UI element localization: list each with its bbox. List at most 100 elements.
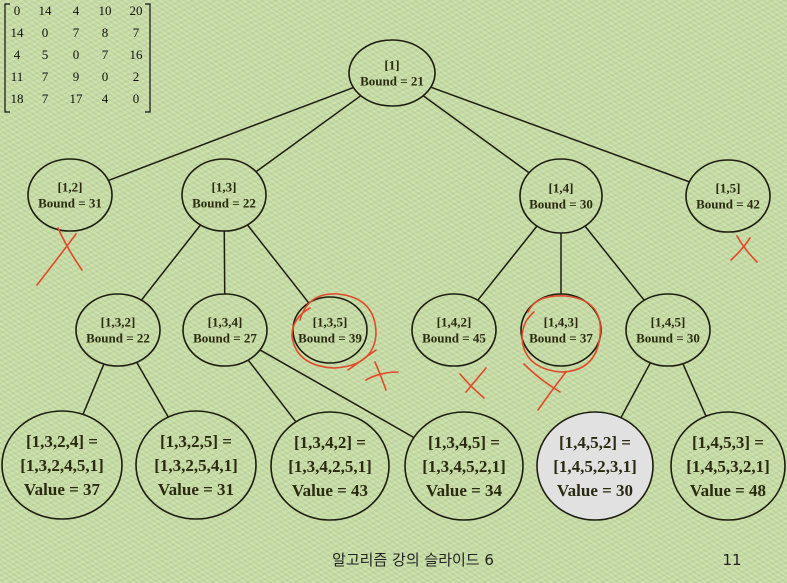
node-label-line: Bound = 30: [636, 331, 700, 346]
tree-edge: [477, 225, 538, 301]
node-label-line: [1,3,2]: [101, 315, 136, 330]
prune-cross-mark: [36, 233, 77, 286]
matrix-cell: 10: [99, 3, 112, 18]
matrix-cell: 7: [73, 25, 80, 40]
prune-cross-mark: [730, 237, 751, 261]
matrix-cell: 4: [14, 47, 21, 62]
tree-node-n1345: [1,3,4,5] = [1,3,4,5,2,1] Value = 34: [404, 411, 524, 521]
node-ellipse: [670, 411, 786, 521]
tree-node-n1325: [1,3,2,5] = [1,3,2,5,4,1] Value = 31: [135, 410, 257, 520]
node-label-line: [1,3]: [212, 180, 237, 195]
tree-node-n12: [1,2]Bound = 31: [27, 158, 113, 232]
pruning-marks: [36, 227, 758, 411]
tree-edge: [430, 86, 690, 183]
node-label-line: Bound = 37: [529, 331, 593, 346]
node-label-line: [1,4]: [549, 181, 574, 196]
node-label-line: [1,3,4,5] =: [428, 433, 500, 452]
slide-footer-title: 알고리즘 강의 슬라이드 6: [332, 551, 494, 569]
node-label-line: [1,3,2,5,4,1]: [154, 456, 238, 475]
node-label-line: Bound = 22: [192, 196, 256, 211]
matrix-cell: 20: [130, 3, 143, 18]
node-label-line: [1,3,4]: [208, 315, 243, 330]
node-label-line: [1,4,5,3] =: [692, 433, 764, 452]
tree-node-n15: [1,5]Bound = 42: [685, 159, 771, 233]
node-label-line: [1,4,5,2,3,1]: [553, 457, 637, 476]
node-ellipse: [181, 158, 267, 232]
node-label-line: [1,3,2,4,5,1]: [20, 456, 104, 475]
tree-edge: [259, 349, 415, 439]
node-label-line: [1,4,2]: [437, 315, 472, 330]
node-ellipse: [625, 293, 711, 367]
tree-node-n14: [1,4]Bound = 30: [519, 158, 603, 234]
slide-page-number: 11: [722, 551, 741, 569]
node-ellipse: [1, 410, 123, 520]
matrix-cell: 2: [133, 69, 140, 84]
node-ellipse: [411, 293, 497, 367]
node-label-line: Bound = 45: [422, 331, 486, 346]
matrix-cell: 9: [73, 69, 80, 84]
tree-edge: [620, 362, 652, 419]
tree-node-n13: [1,3]Bound = 22: [181, 158, 267, 232]
node-ellipse: [270, 411, 390, 521]
node-ellipse: [135, 410, 257, 520]
prune-cross-mark: [374, 361, 387, 391]
prune-cross-mark: [57, 227, 83, 271]
node-label-line: [1,2]: [58, 180, 83, 195]
matrix-cell: 18: [11, 91, 24, 106]
tree-node-n132: [1,3,2]Bound = 22: [75, 293, 161, 367]
node-ellipse: [404, 411, 524, 521]
tree-node-n1453: [1,4,5,3] =[1,4,5,3,2,1]Value = 48: [670, 411, 786, 521]
matrix-cell: 0: [73, 47, 80, 62]
tree-edge: [247, 359, 297, 423]
node-label-line: [1,3,5]: [313, 315, 348, 330]
matrix-cell: 0: [42, 25, 49, 40]
node-label-line: [1,3,2,4] =: [26, 432, 98, 451]
node-label-line: Value = 31: [158, 480, 234, 499]
matrix-cell: 7: [42, 69, 49, 84]
node-label-line: Value = 48: [690, 481, 766, 500]
matrix-cell: 14: [11, 25, 25, 40]
tree-node-n1452: [1,4,5,2] =[1,4,5,2,3,1]Value = 30: [536, 411, 654, 521]
node-ellipse: [75, 293, 161, 367]
node-label-line: Value = 34: [426, 481, 503, 500]
prune-cross-mark: [537, 371, 567, 411]
matrix-cell: 7: [133, 25, 140, 40]
tree-edge: [135, 361, 169, 418]
node-label-line: [1]: [384, 58, 399, 73]
node-ellipse: [348, 39, 436, 107]
matrix-cell: 0: [133, 91, 140, 106]
matrix-cell: 8: [102, 25, 109, 40]
tree-edges: [82, 86, 707, 439]
tree-node-n142: [1,4,2]Bound = 45: [411, 293, 497, 367]
tree-edge: [682, 363, 707, 417]
optimal-node-ellipse: [536, 411, 654, 521]
matrix-cell: 0: [102, 69, 109, 84]
node-label-line: Bound = 42: [696, 197, 760, 212]
tree-edge: [422, 95, 530, 174]
tree-node-n134: [1,3,4]Bound = 27: [182, 293, 268, 367]
node-ellipse: [182, 293, 268, 367]
node-label-line: [1,3,4,5,2,1]: [422, 457, 506, 476]
tree-node-n1324: [1,3,2,4] =[1,3,2,4,5,1]Value = 37: [1, 410, 123, 520]
node-label-line: [1,3,4,2,5,1]: [288, 457, 372, 476]
node-label-line: Value = 43: [292, 481, 368, 500]
node-label-line: [1,3,2,5] =: [160, 432, 232, 451]
node-label-line: Bound = 21: [360, 74, 424, 89]
node-label-line: Bound = 31: [38, 196, 102, 211]
node-label-line: [1,3,4,2] =: [294, 433, 366, 452]
tree-node-n1342: [1,3,4,2] = [1,3,4,2,5,1] Value = 43: [270, 411, 390, 521]
matrix-cell: 4: [102, 91, 109, 106]
prune-cross-mark: [523, 363, 561, 393]
tree-edge: [140, 224, 202, 301]
node-ellipse: [685, 159, 771, 233]
tree-edge: [584, 225, 645, 301]
tree-nodes: [1]Bound = 21[1,2]Bound = 31[1,3]Bound =…: [1, 39, 786, 521]
prune-cross-mark: [465, 367, 487, 393]
tree-node-n1: [1]Bound = 21: [348, 39, 436, 107]
matrix-cell: 4: [73, 3, 80, 18]
tree-edge: [246, 224, 310, 304]
matrix-left-bracket: [4, 3, 10, 113]
matrix-cell: 0: [14, 3, 21, 18]
matrix-cell: 17: [70, 91, 84, 106]
